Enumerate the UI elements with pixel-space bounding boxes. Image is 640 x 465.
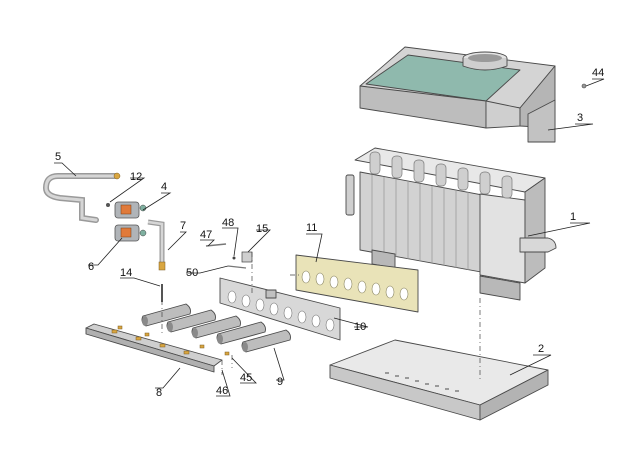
heat-exchanger-block (345, 147, 557, 301)
leader-lines (54, 78, 605, 397)
callout-47: 47 (200, 229, 212, 241)
callout-50: 50 (186, 267, 198, 279)
callout-46: 46 (216, 385, 228, 397)
callout-45: 45 (240, 372, 252, 384)
base-pan (329, 339, 549, 421)
callout-3: 3 (577, 112, 583, 124)
burner-tubes (141, 303, 291, 353)
callout-15: 15 (256, 223, 268, 235)
gas-manifold (85, 323, 223, 373)
injectors (117, 325, 230, 356)
callout-2: 2 (538, 343, 544, 355)
callout-5: 5 (55, 151, 61, 163)
callout-10: 10 (354, 321, 366, 333)
screw-44 (581, 83, 587, 89)
callout-1: 1 (570, 211, 576, 223)
flue-hood (359, 46, 556, 143)
gas-valve-upper (114, 201, 147, 219)
callout-7: 7 (180, 220, 186, 232)
callout-44: 44 (592, 67, 604, 79)
callout-9: 9 (277, 376, 283, 388)
callout-11: 11 (306, 222, 317, 234)
callout-12: 12 (130, 171, 142, 183)
callout-8: 8 (156, 387, 162, 399)
gas-valve-lower (114, 224, 147, 242)
ignition-components (205, 243, 253, 269)
burner-support-plate (219, 277, 341, 341)
callout-14: 14 (120, 267, 132, 279)
callout-48: 48 (222, 217, 234, 229)
assembly-centerlines (161, 252, 481, 380)
callout-6: 6 (88, 261, 94, 273)
gas-pipework (42, 172, 166, 302)
callout-4: 4 (161, 181, 167, 193)
burner-plate (295, 254, 419, 313)
